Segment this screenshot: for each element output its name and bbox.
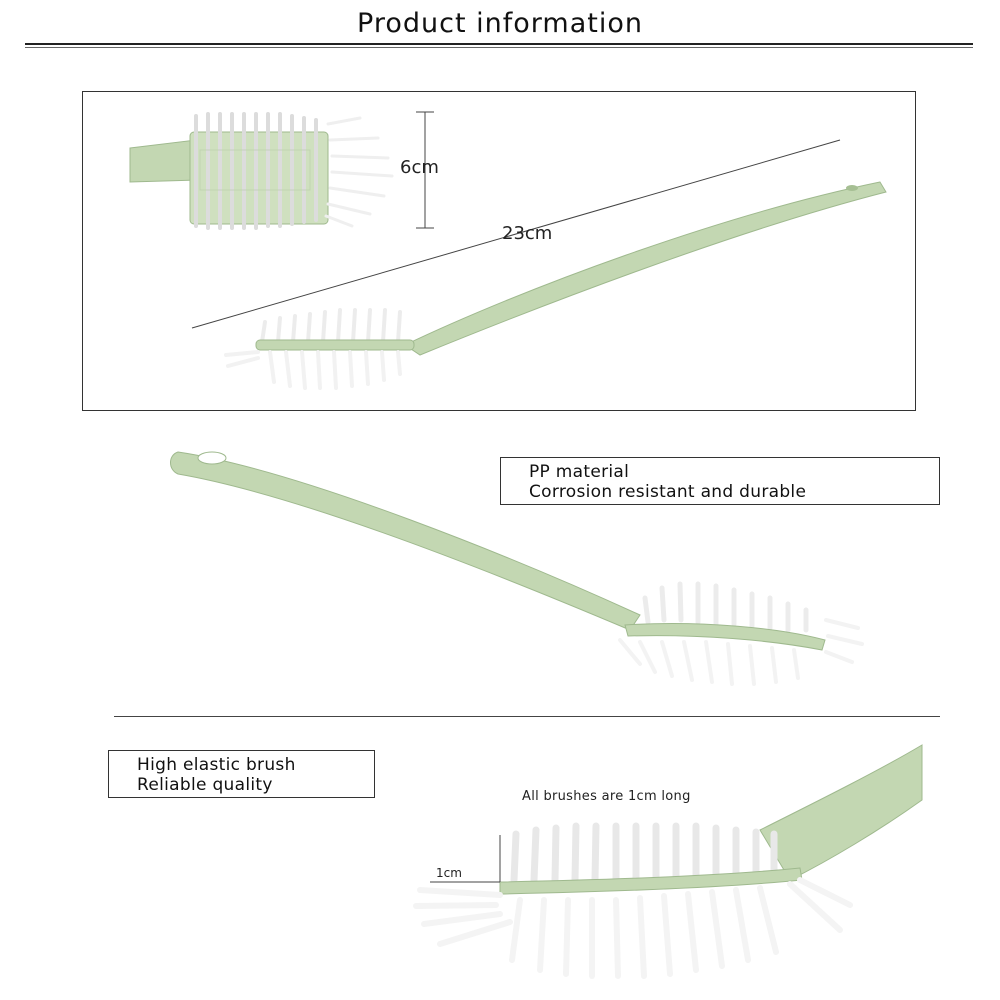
- feature-line: High elastic brush: [137, 755, 296, 775]
- dimensions-frame: [82, 91, 916, 411]
- feature-box-brush: High elastic brush Reliable quality: [108, 750, 375, 798]
- bristle-length-label: 1cm: [436, 866, 462, 880]
- brush-head-closeup: [129, 112, 394, 230]
- title-underline-thin: [25, 47, 973, 48]
- bristle-note: All brushes are 1cm long: [522, 789, 691, 804]
- bristle-length-marker: [430, 835, 501, 883]
- length-dimension-line: [191, 139, 841, 329]
- section-divider: [114, 716, 940, 717]
- title-underline: [25, 43, 973, 45]
- width-dimension-marker: [416, 111, 434, 229]
- feature-line: PP material: [529, 462, 630, 482]
- feature-line: Reliable quality: [137, 775, 273, 795]
- bristle-closeup: [413, 744, 923, 979]
- feature-line: Corrosion resistant and durable: [529, 482, 807, 502]
- full-brush-side-view: [224, 181, 887, 390]
- feature-box-material: PP material Corrosion resistant and dura…: [500, 457, 940, 505]
- width-label: 6cm: [400, 157, 439, 178]
- brush-angled-view: [170, 451, 864, 686]
- length-label: 23cm: [502, 223, 553, 244]
- page-title: Product information: [357, 8, 643, 39]
